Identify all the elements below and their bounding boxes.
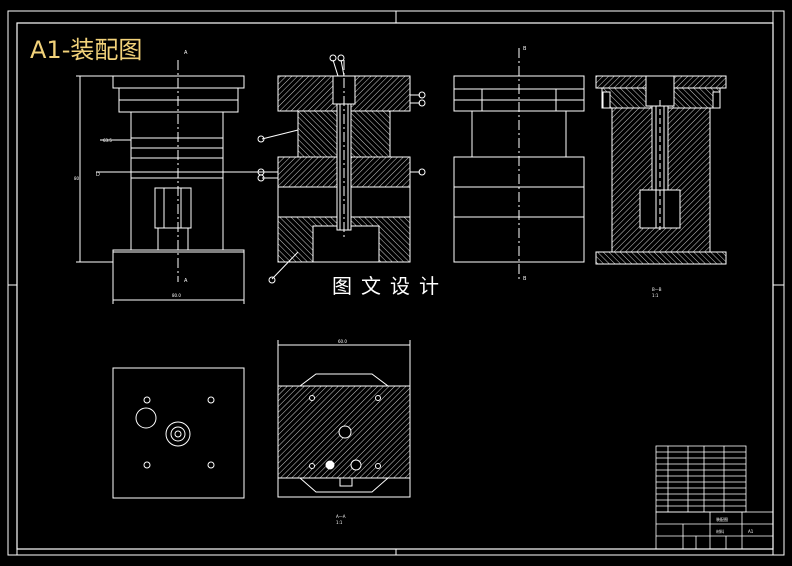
side-view [453, 48, 585, 282]
section-a-view [261, 59, 420, 280]
section-scale-a: 1:1 [336, 520, 343, 525]
section-b-view [595, 75, 727, 265]
dim-plan-width: 60.0 [338, 339, 347, 344]
dim-view1-width: 80.0 [172, 293, 181, 298]
title-block-drawing-no: A1 [748, 529, 754, 534]
plan-view [112, 367, 245, 499]
section-label-a: A—A [336, 514, 346, 519]
title-block-material: 材料 [716, 528, 724, 534]
section-mark-b-top: B [523, 46, 527, 52]
section-label-b: B—B [652, 287, 662, 292]
section-mark-a-bottom: A [184, 278, 188, 284]
section-mark-b-bottom: B [523, 276, 527, 282]
die-plan-view [277, 340, 411, 498]
section-mark-a-top: A [184, 50, 188, 56]
drawing-title: A1-装配图 [30, 36, 143, 64]
title-block-part-name: 装配图 [716, 516, 728, 522]
balloon-callouts [257, 54, 426, 284]
watermark-text: 图文设计 [332, 274, 448, 298]
title-block [655, 445, 774, 550]
section-scale-b: 1:1 [652, 293, 659, 298]
dim-view1-height: 80 [74, 176, 80, 181]
front-view [76, 60, 262, 304]
dim-view1-inner: 63.5 [103, 138, 112, 143]
drawing-frame [7, 10, 785, 556]
section-mark-d: D [96, 172, 100, 178]
